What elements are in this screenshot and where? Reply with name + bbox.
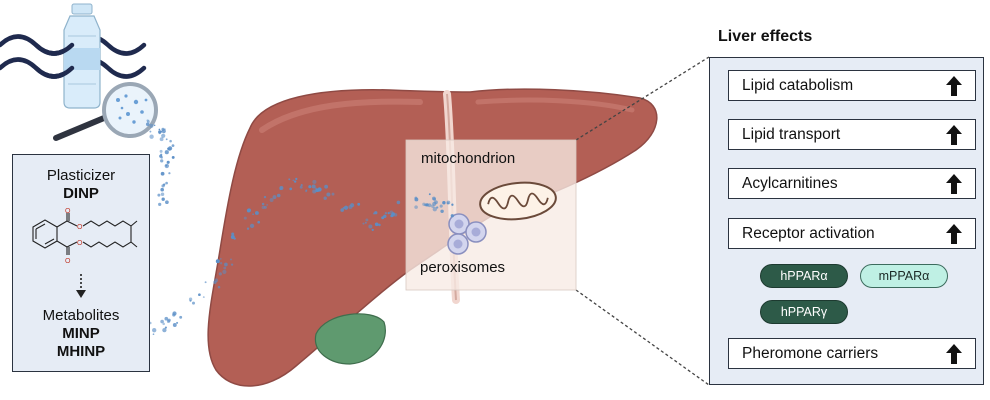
svg-text:O: O [77,224,83,231]
zoom-connector-lines [575,56,710,386]
up-arrow-icon [946,125,962,145]
dotted-down-arrow-icon [76,274,86,298]
receptor-hppar-alpha: hPPARα [760,264,848,288]
svg-text:O: O [77,240,83,247]
effect-label: Acylcarnitines [742,175,838,192]
receptor-mppar-alpha: mPPARα [860,264,948,288]
up-arrow-icon [946,174,962,194]
effect-label: Lipid catabolism [742,77,854,94]
effect-lipid-catabolism: Lipid catabolism [728,70,976,101]
receptor-hppar-gamma: hPPARγ [760,300,848,324]
effect-acylcarnitines: Acylcarnitines [728,168,976,199]
liver-effects-panel: Lipid catabolism Lipid transport Acylcar… [709,57,984,385]
dinp-structure-diagram: O O O O [32,208,138,265]
up-arrow-icon [946,224,962,244]
up-arrow-icon [946,344,962,364]
peroxisomes-label: peroxisomes [420,259,506,276]
svg-text:O: O [65,258,71,265]
plasticizer-particles [136,119,454,336]
mitochondrion-icon [479,181,557,221]
effect-label: Pheromone carriers [742,345,879,362]
magnifying-glass-icon [53,82,158,141]
liver-effects-title: Liver effects [718,28,813,45]
effect-label: Lipid transport [742,126,841,143]
compound-name: DINP [63,185,99,202]
effect-pheromone-carriers: Pheromone carriers [728,338,976,369]
metabolite-minp: MINP [62,325,100,342]
effect-lipid-transport: Lipid transport [728,119,976,150]
up-arrow-icon [946,76,962,96]
plastic-bottle-icon [63,3,101,109]
plasticizer-title: Plasticizer [46,167,116,184]
mitochondrion-label: mitochondrion [421,150,516,167]
gallbladder-illustration [314,313,386,365]
metabolites-label: Metabolites [42,307,120,324]
effect-receptor-activation: Receptor activation [728,218,976,249]
svg-text:O: O [65,208,71,215]
peroxisomes-icon [447,213,487,255]
metabolite-mhinp: MHINP [56,343,106,360]
effect-label: Receptor activation [742,225,875,242]
